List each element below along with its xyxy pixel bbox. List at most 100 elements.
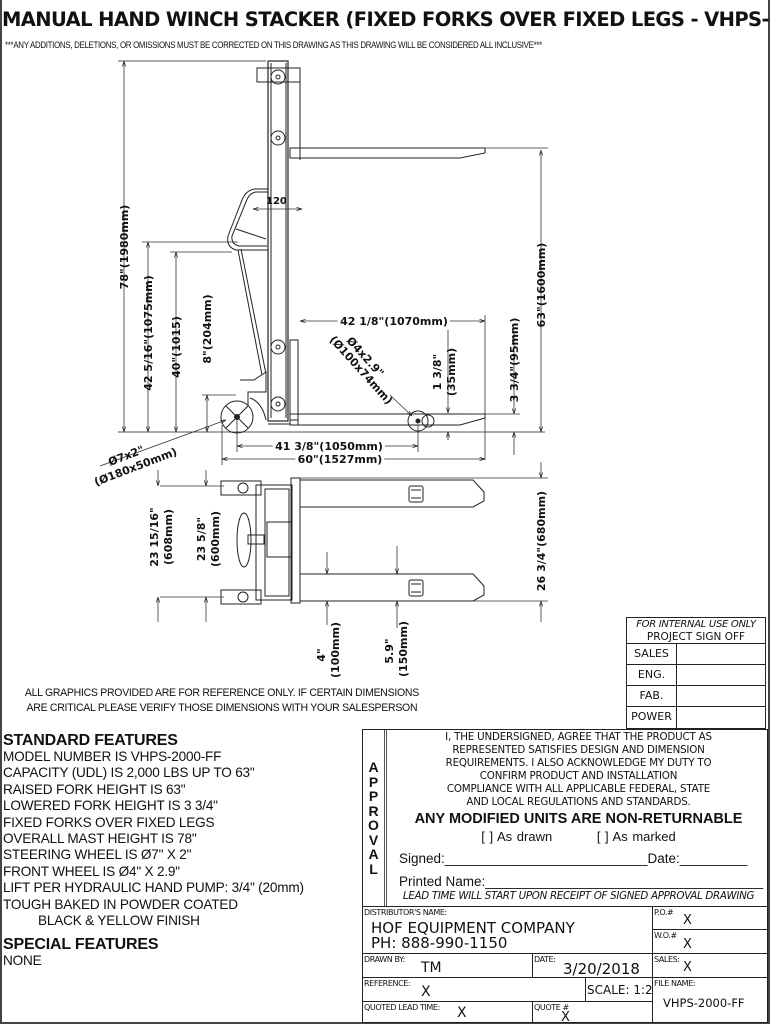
file-name-label: FILE NAME: [654, 979, 696, 988]
side-view [118, 60, 545, 434]
quote-label: QUOTE # [534, 1003, 569, 1012]
wo-label: W.O.# [654, 931, 677, 940]
agreement-line: REPRESENTED SATISFIES DESIGN AND DIMENSI… [452, 744, 705, 756]
dim-leg-width-mm: (100mm) [329, 622, 342, 678]
dim-fork-width-in: 5.9" [383, 638, 396, 663]
approval-block: A P P R O V A L I, THE UNDERSIGNED, AGRE… [362, 729, 768, 907]
distributor-label: DISTRIBUTOR'S NAME: [364, 908, 447, 917]
agreement-line: COMPLIANCE WITH ALL APPLICABLE FEDERAL, … [446, 783, 711, 795]
distributor-name: HOF EQUIPMENT COMPANY [371, 919, 575, 937]
signoff-field[interactable] [677, 686, 765, 706]
distributor-cell: DISTRIBUTOR'S NAME: HOF EQUIPMENT COMPAN… [363, 907, 653, 954]
signoff-label: POWER [627, 707, 677, 728]
feature-item: CAPACITY (UDL) IS 2,000 LBS UP TO 63" [3, 765, 255, 781]
feature-item: TOUGH BAKED IN POWDER COATED [3, 896, 238, 912]
approval-letter: A [368, 759, 379, 775]
approval-letter: L [369, 860, 378, 877]
sales-cell: SALES: X [653, 954, 769, 978]
special-features-heading: SPECIAL FEATURES [3, 936, 159, 954]
dim-handle-pivot: 40"(1015) [170, 316, 183, 378]
quote-value[interactable]: X [561, 1010, 570, 1024]
po-label: P.O.# [654, 908, 674, 917]
approval-letter: P [368, 788, 379, 804]
disclaimer-line: ALL GRAPHICS PROVIDED ARE FOR REFERENCE … [24, 687, 419, 699]
drawn-by-label: DRAWN BY: [364, 955, 405, 964]
drawn-by-cell: DRAWN BY: TM [363, 954, 533, 978]
reference-cell: REFERENCE: X [363, 978, 586, 1002]
signoff-title: PROJECT SIGN OFF [646, 631, 746, 643]
agreement-line: AND LOCAL REGULATIONS AND STANDARDS. [466, 796, 691, 808]
special-features-value: NONE [3, 953, 42, 969]
dim-fork-width-mm: (150mm) [397, 621, 410, 677]
distributor-phone: PH: 888-990-1150 [371, 934, 508, 952]
agreement-line: REQUIREMENTS. I ALSO ACKNOWLEDGE MY DUTY… [445, 757, 712, 769]
dim-wheelbase: 41 3/8"(1050mm) [275, 440, 383, 453]
signature-field[interactable]: Signed:___________________________ [399, 851, 648, 866]
signoff-row-power: POWER [627, 707, 765, 728]
date-field[interactable]: Date:_________ [647, 851, 748, 866]
signoff-row-sales: SALES [627, 644, 765, 665]
scale-value: SCALE: 1:2 [587, 983, 653, 997]
lead-time-value[interactable]: X [457, 1005, 467, 1021]
dim-overall-length: 60"(1527mm) [298, 453, 383, 466]
date-cell: DATE: 3/20/2018 [533, 954, 653, 978]
dim-inner-width-mm: (600mm) [209, 511, 222, 567]
project-signoff-table: FOR INTERNAL USE ONLY PROJECT SIGN OFF S… [626, 617, 766, 729]
signoff-field[interactable] [677, 707, 765, 728]
quote-cell: QUOTE # X [533, 1002, 653, 1024]
approval-letter: O [368, 817, 379, 833]
date-label: DATE: [534, 955, 556, 964]
features-section: STANDARD FEATURES MODEL NUMBER IS VHPS-2… [3, 732, 304, 970]
drawn-by-value: TM [421, 960, 442, 976]
drawing-title: MANUAL HAND WINCH STACKER (FIXED FORKS O… [2, 8, 770, 31]
non-returnable-notice: ANY MODIFIED UNITS ARE NON-RETURNABLE [414, 811, 743, 827]
disclaimer-line: ARE CRITICAL PLEASE VERIFY THOSE DIMENSI… [26, 702, 418, 714]
title-block: DISTRIBUTOR'S NAME: HOF EQUIPMENT COMPAN… [362, 906, 769, 1024]
lead-time-label: QUOTED LEAD TIME: [364, 1003, 440, 1012]
sales-value[interactable]: X [683, 960, 692, 975]
feature-item: LOWERED FORK HEIGHT IS 3 3/4" [3, 798, 218, 814]
dim-fork-spread: 26 3/4"(680mm) [535, 491, 548, 591]
internal-use-label: FOR INTERNAL USE ONLY [636, 619, 756, 630]
dim-handle-height: 42 5/16"(1075mm) [142, 275, 155, 390]
reference-label: REFERENCE: [364, 979, 411, 988]
signoff-field[interactable] [677, 644, 765, 664]
standard-features-heading: STANDARD FEATURES [3, 732, 178, 749]
approval-letter: A [368, 846, 379, 862]
wo-cell: W.O.# X [653, 930, 769, 954]
signoff-label: FAB. [627, 686, 677, 706]
lead-time-cell: QUOTED LEAD TIME: X [363, 1002, 533, 1023]
signoff-label: ENG. [627, 665, 677, 685]
approval-agreement: I, THE UNDERSIGNED, AGREE THAT THE PRODU… [390, 731, 767, 809]
as-drawn-checkbox[interactable]: [ ] As drawn [481, 829, 553, 844]
dim-fork-length: 42 1/8"(1070mm) [340, 315, 448, 328]
dim-mast-width: 120 [266, 196, 287, 207]
reference-disclaimer: ALL GRAPHICS PROVIDED ARE FOR REFERENCE … [8, 686, 436, 716]
date-value: 3/20/2018 [563, 960, 640, 978]
printed-name-field[interactable]: Printed Name:___________________________… [399, 874, 764, 889]
sales-label: SALES: [654, 955, 680, 964]
feature-item: OVERALL MAST HEIGHT IS 78" [3, 831, 197, 847]
dim-overall-height: 78"(1980mm) [118, 205, 131, 290]
dim-leg-height-in: 1 3/8" [431, 354, 444, 391]
dim-lowered-height: 3 3/4"(95mm) [508, 318, 521, 403]
signoff-row-eng: ENG. [627, 665, 765, 686]
signoff-field[interactable] [677, 665, 765, 685]
dim-inner-width-in: 23 5/8" [195, 517, 208, 561]
agreement-line: I, THE UNDERSIGNED, AGREE THAT THE PRODU… [445, 731, 712, 743]
approval-letter: V [368, 831, 379, 848]
feature-item: FIXED FORKS OVER FIXED LEGS [3, 814, 215, 830]
signoff-label: SALES [627, 644, 677, 664]
po-value[interactable]: X [683, 913, 692, 928]
signoff-row-fab: FAB. [627, 686, 765, 707]
reference-value[interactable]: X [421, 984, 431, 1000]
approval-letter: R [368, 802, 379, 819]
dim-raised-height: 63"(1600mm) [535, 243, 548, 328]
lead-time-note: LEAD TIME WILL START UPON RECEIPT OF SIG… [402, 890, 755, 902]
file-name-cell: FILE NAME: VHPS-2000-FF [653, 978, 769, 1023]
as-marked-checkbox[interactable]: [ ] As marked [596, 829, 676, 844]
wo-value[interactable]: X [683, 937, 692, 952]
feature-item: FRONT WHEEL IS Ø4" X 2.9" [3, 863, 180, 879]
feature-item: LIFT PER HYDRAULIC HAND PUMP: 3/4" (20mm… [3, 880, 304, 896]
